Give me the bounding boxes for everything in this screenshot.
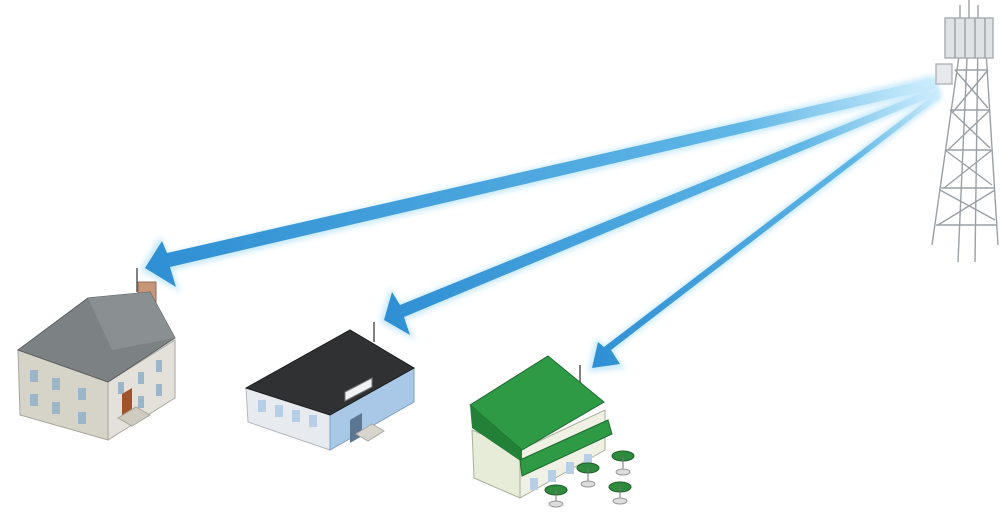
office-building-icon bbox=[244, 322, 416, 451]
beam-to-office bbox=[380, 84, 940, 340]
umbrella-table-2 bbox=[576, 462, 600, 488]
house-icon bbox=[16, 268, 176, 441]
restaurant-icon bbox=[469, 355, 613, 499]
umbrella-table-1 bbox=[611, 450, 635, 476]
beam-to-restaurant bbox=[588, 90, 942, 372]
umbrella-table-4 bbox=[544, 484, 568, 508]
beam-to-house bbox=[140, 75, 938, 292]
umbrella-table-3 bbox=[608, 481, 632, 505]
antenna-tower-icon bbox=[931, 0, 999, 263]
